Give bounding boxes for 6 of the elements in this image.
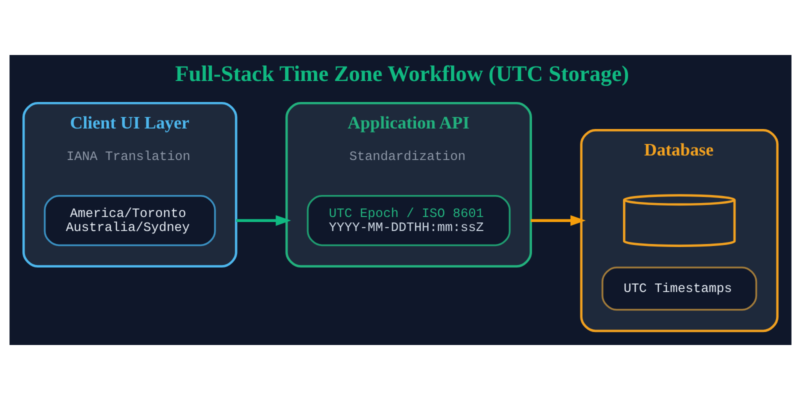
diagram-title: Full-Stack Time Zone Workflow (UTC Storage) (174, 61, 629, 86)
node-box: UTC Epoch / ISO 8601 YYYY-MM-DDTHH:mm:ssZ (306, 195, 510, 246)
node-box: America/Toronto Australia/Sydney (43, 195, 216, 246)
arrow (236, 215, 291, 226)
node-box: UTC Timestamps (601, 266, 757, 311)
arrow (530, 215, 586, 226)
